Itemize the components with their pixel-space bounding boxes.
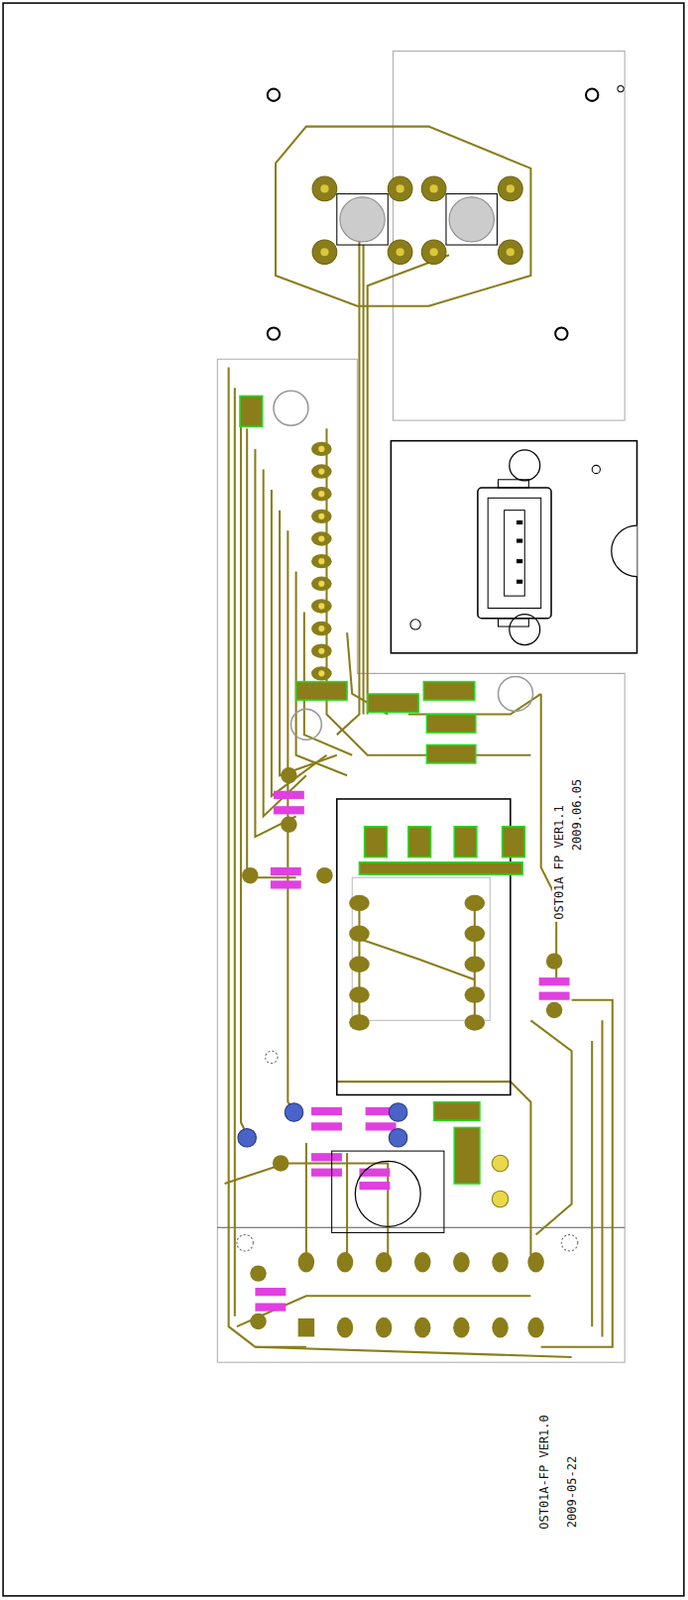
board-version-label: 2009.06.05 <box>570 777 584 853</box>
board-version-label: OST01A FP VER1.1 <box>552 802 567 922</box>
board-version-label: OST01A-FP VER1.0 <box>537 1412 552 1532</box>
board-version-label: 2009-05-22 <box>565 1454 579 1530</box>
